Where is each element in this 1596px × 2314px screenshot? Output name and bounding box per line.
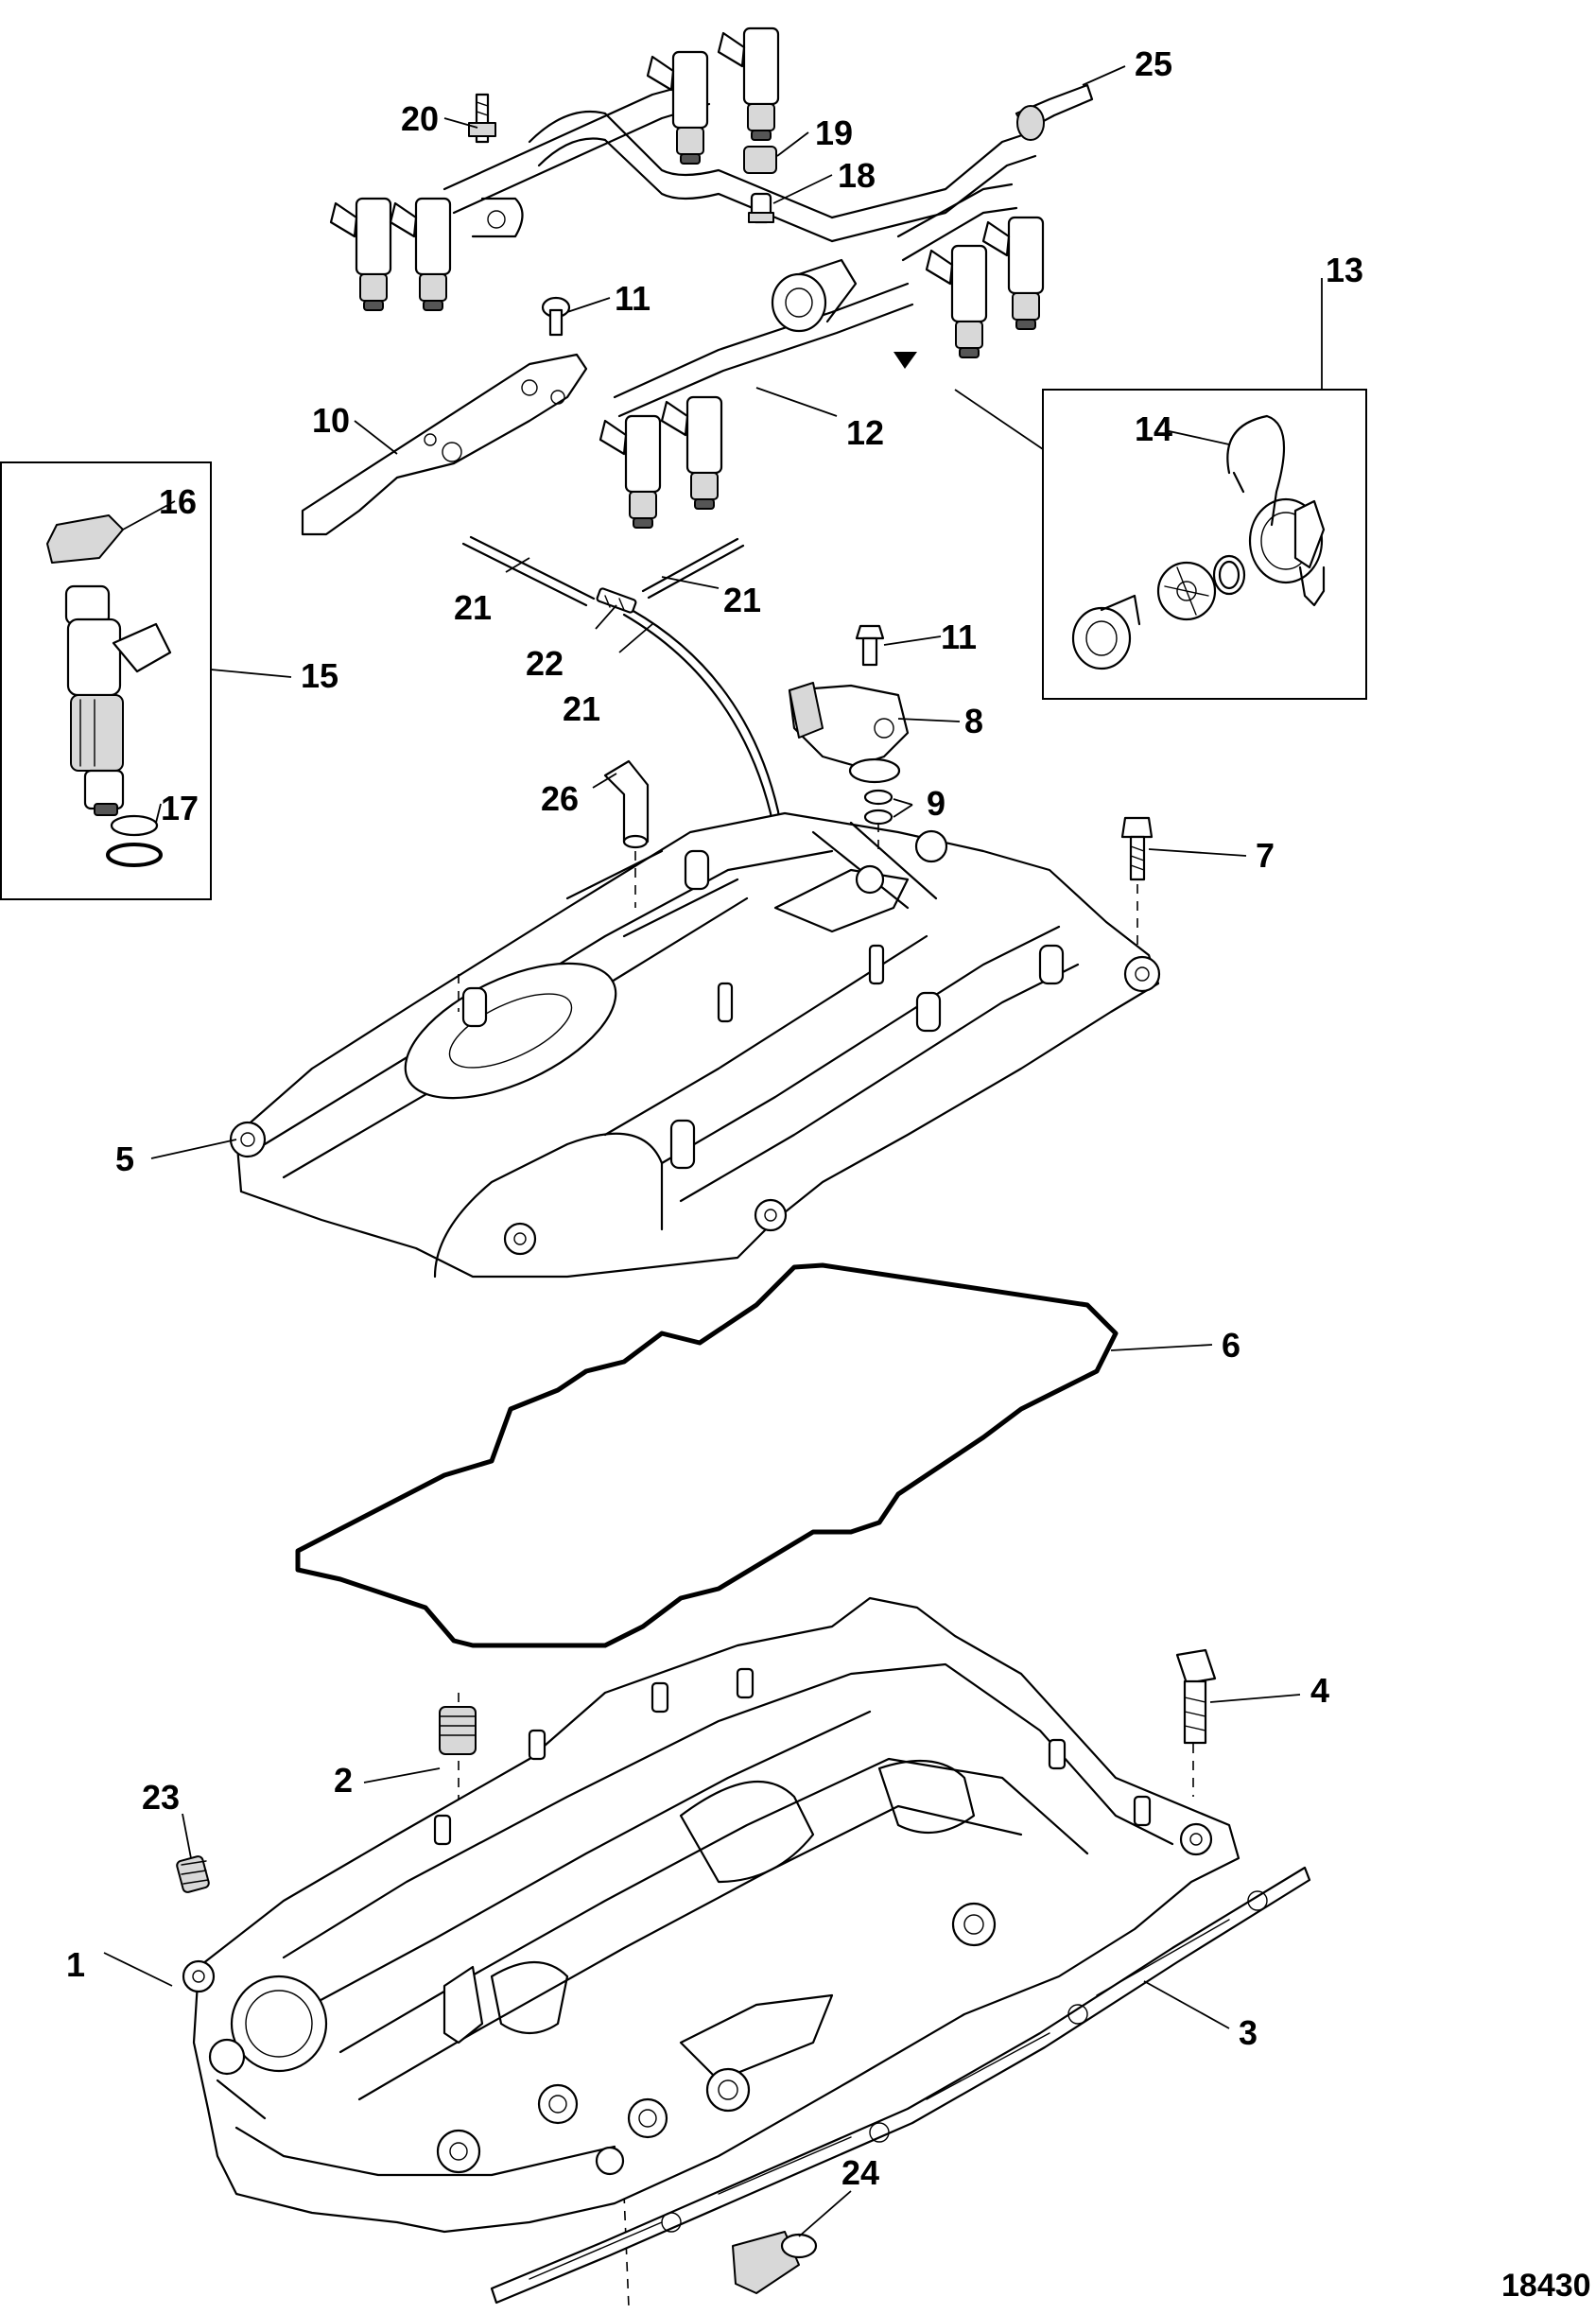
callout-10: 10 xyxy=(312,401,350,440)
callout-1: 1 xyxy=(66,1945,85,1984)
callout-21-left: 21 xyxy=(454,588,492,627)
gasket-6 xyxy=(295,1262,1119,1648)
callout-26: 26 xyxy=(541,779,579,818)
callout-5: 5 xyxy=(115,1140,134,1178)
callout-20: 20 xyxy=(401,99,439,138)
callout-leaders xyxy=(103,65,1301,2237)
callout-22: 22 xyxy=(526,644,564,683)
callout-2: 2 xyxy=(334,1761,353,1800)
fitting-25 xyxy=(1015,83,1094,141)
callout-21-right: 21 xyxy=(723,581,761,619)
figure-number: 18430 xyxy=(1501,2268,1591,2304)
sensor-24 xyxy=(732,2231,818,2294)
fitting-26 xyxy=(603,759,650,849)
callout-numbers: 1 2 3 4 5 6 7 8 9 10 11 11 12 13 14 15 1… xyxy=(66,44,1363,2192)
lower-intake-manifold-1 xyxy=(182,1596,1240,2234)
callout-13: 13 xyxy=(1326,251,1363,289)
rail-injectors xyxy=(329,26,1045,529)
callout-11-mid: 11 xyxy=(941,618,977,656)
detail-box-15 xyxy=(0,461,292,900)
detail-box-13 xyxy=(893,278,1367,700)
plug-23 xyxy=(176,1855,210,1893)
callout-17: 17 xyxy=(161,789,199,827)
plug-2 xyxy=(439,1706,477,1755)
callout-11-top: 11 xyxy=(615,279,651,318)
screw-11-top xyxy=(541,296,571,337)
callout-23: 23 xyxy=(142,1778,180,1817)
callout-15: 15 xyxy=(301,656,338,695)
upper-intake-manifold-5 xyxy=(229,811,1161,1279)
callout-16: 16 xyxy=(159,482,197,521)
o-rings-9 xyxy=(863,789,893,826)
callout-19: 19 xyxy=(815,113,853,152)
cap-19 xyxy=(743,146,777,174)
bolt-7 xyxy=(1120,816,1154,881)
bolt-4 xyxy=(1175,1648,1217,1745)
callout-25: 25 xyxy=(1135,44,1172,83)
callout-9: 9 xyxy=(927,784,945,823)
callout-12: 12 xyxy=(846,413,884,452)
callout-8: 8 xyxy=(964,702,983,740)
callout-6: 6 xyxy=(1222,1326,1240,1365)
callout-21-bottom: 21 xyxy=(563,689,600,728)
callout-3: 3 xyxy=(1239,2013,1258,2052)
fuel-rail-assembly xyxy=(442,78,1037,418)
pointer-arrow-icon xyxy=(893,352,917,369)
bolt-11-mid xyxy=(855,624,885,667)
callout-4: 4 xyxy=(1310,1671,1329,1710)
side-gasket-3 xyxy=(490,1866,1311,2305)
callout-24: 24 xyxy=(841,2153,879,2192)
callout-14: 14 xyxy=(1135,409,1172,448)
sensor-8 xyxy=(788,682,910,784)
valve-18 xyxy=(748,192,774,224)
callout-18: 18 xyxy=(838,156,876,195)
callout-7: 7 xyxy=(1256,836,1275,875)
stud-20 xyxy=(468,93,496,144)
bracket-10 xyxy=(301,353,588,536)
